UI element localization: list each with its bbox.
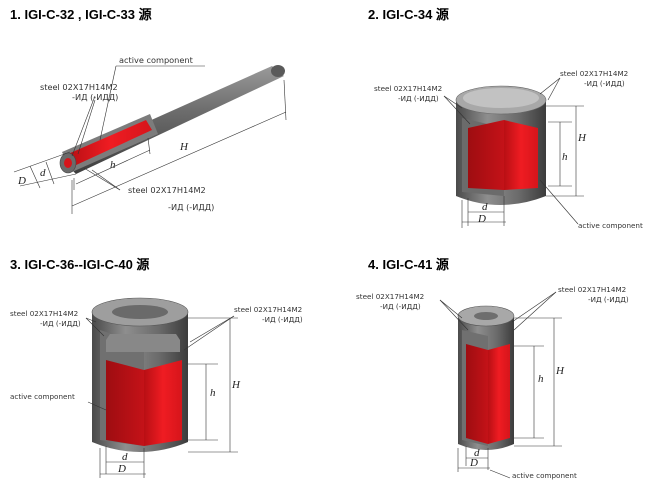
cyl4-active-left	[466, 344, 488, 444]
fig2-steel-right-line2: -ИД (-ИДД)	[584, 79, 625, 88]
fig3-steel-left-line1: steel 02X17H14M2	[10, 309, 78, 318]
fig2-dim-D: D	[477, 213, 486, 225]
fig3-dim-d: d	[122, 451, 128, 463]
fig3-leaders	[85, 315, 238, 478]
fig1-dim-D: D	[17, 175, 26, 187]
cyl3-thread-hole	[112, 305, 168, 319]
fig2-steel-left-line1: steel 02X17H14M2	[374, 84, 442, 93]
fig4-steel-right-line2: -ИД (-ИДД)	[588, 295, 629, 304]
cyl2-active-right	[504, 120, 538, 190]
fig1-steel-bot-line2: -ИД (-ИДД)	[168, 202, 214, 212]
heading-section-2: 2. IGI-C-34 源	[368, 7, 449, 22]
fig1-leaders	[13, 65, 287, 214]
heading-section-3: 3. IGI-C-36--IGI-C-40 源	[10, 257, 150, 272]
heading-section-1: 1. IGI-C-32 , IGI-C-33 源	[10, 7, 152, 22]
fig4-dim-h: h	[538, 373, 544, 385]
heading-section-4: 4. IGI-C-41 源	[368, 257, 449, 272]
fig1-dim-h: h	[110, 159, 116, 171]
fig1-steel-top-line2: -ИД (-ИДД)	[72, 92, 118, 102]
fig2-steel-right-line1: steel 02X17H14M2	[560, 69, 628, 78]
figure-1-rod-source: active component steel 02X17H14M2 -ИД (-…	[13, 55, 287, 214]
fig1-steel-top-line1: steel 02X17H14M2	[40, 82, 118, 92]
cyl3-active-right	[144, 360, 182, 446]
cyl2-active-left	[468, 120, 504, 190]
fig3-dim-D: D	[117, 463, 126, 475]
rod-end-cap	[271, 65, 285, 77]
fig1-active-label: active component	[119, 55, 194, 65]
cyl4-thread-hole	[474, 312, 498, 320]
fig2-dim-h: h	[562, 151, 568, 163]
fig4-steel-right-line1: steel 02X17H14M2	[558, 285, 626, 294]
fig1-steel-bot-line1: steel 02X17H14M2	[128, 185, 206, 195]
fig3-steel-right-line2: -ИД (-ИДД)	[262, 315, 303, 324]
fig3-dim-h: h	[210, 387, 216, 399]
fig4-dim-D: D	[469, 457, 478, 469]
rod-front-core	[64, 158, 72, 168]
fig4-leaders	[439, 291, 562, 479]
figure-4-cylinder-source: steel 02X17H14M2 -ИД (-ИДД) steel 02X17H…	[356, 285, 629, 480]
cyl3-inner-cap	[106, 334, 180, 352]
fig2-dim-d: d	[482, 201, 488, 213]
figure-2-cylinder-source: steel 02X17H14M2 -ИД (-ИДД) steel 02X17H…	[374, 69, 643, 230]
cyl4-active-right	[488, 344, 510, 444]
fig3-steel-right-line1: steel 02X17H14M2	[234, 305, 302, 314]
fig2-active-label: active component	[578, 221, 643, 230]
fig2-steel-left-line2: -ИД (-ИДД)	[398, 94, 439, 103]
cyl2-top-inner	[463, 88, 539, 108]
fig4-active-label: active component	[512, 471, 577, 480]
rod-active-component	[68, 120, 152, 166]
figure-3-cylinder-source: steel 02X17H14M2 -ИД (-ИДД) steel 02X17H…	[10, 297, 303, 478]
fig2-leaders	[443, 77, 584, 228]
fig3-active-label: active component	[10, 392, 75, 401]
fig4-steel-left-line1: steel 02X17H14M2	[356, 292, 424, 301]
fig4-dim-d: d	[474, 447, 480, 459]
fig4-dim-H: H	[555, 365, 565, 377]
fig3-dim-H: H	[231, 379, 241, 391]
fig4-steel-left-line2: -ИД (-ИДД)	[380, 302, 421, 311]
fig3-steel-left-line2: -ИД (-ИДД)	[40, 319, 81, 328]
cyl3-active-left	[106, 360, 144, 446]
fig2-dim-H: H	[577, 132, 587, 144]
fig1-dim-d: d	[40, 167, 46, 179]
fig1-dim-H: H	[179, 141, 189, 153]
